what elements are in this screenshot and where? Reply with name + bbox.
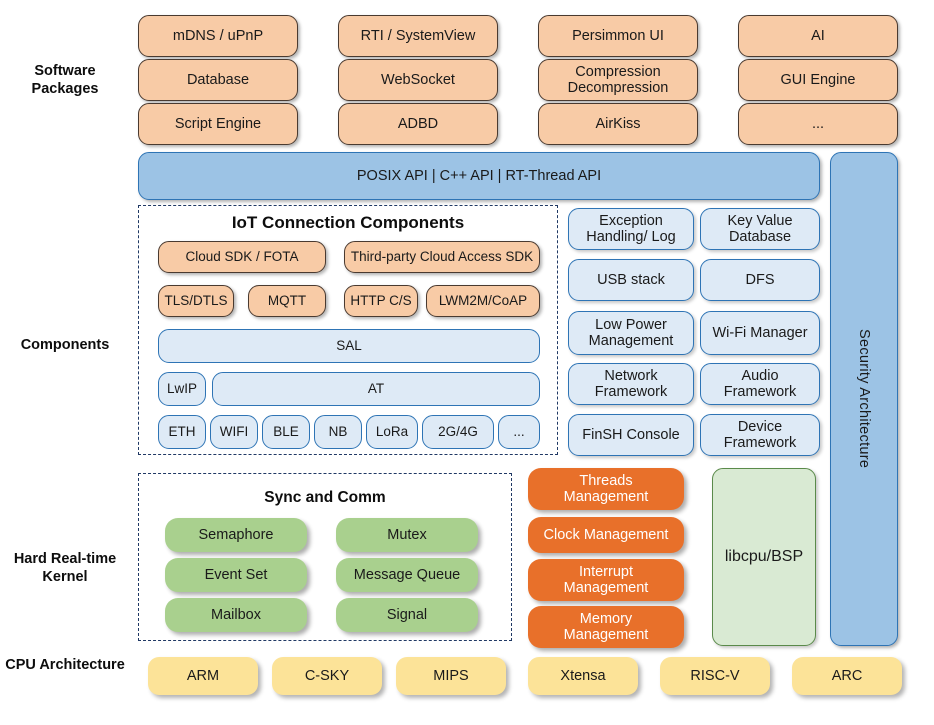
- iot-group-title: IoT Connection Components: [231, 213, 465, 232]
- component-box[interactable]: Low Power Management: [568, 311, 694, 355]
- package-box[interactable]: ADBD: [338, 103, 498, 145]
- package-box[interactable]: ...: [738, 103, 898, 145]
- row-label-kernel: Hard Real-time Kernel: [13, 551, 117, 586]
- component-box[interactable]: Audio Framework: [700, 363, 820, 405]
- kernel-service-box[interactable]: Threads Management: [528, 468, 684, 510]
- component-box[interactable]: USB stack: [568, 259, 694, 301]
- cpu-arch-box[interactable]: Xtensa: [528, 657, 638, 695]
- cpu-arch-box[interactable]: C-SKY: [272, 657, 382, 695]
- component-box[interactable]: DFS: [700, 259, 820, 301]
- sync-box[interactable]: Mailbox: [165, 598, 307, 632]
- iot-link-box[interactable]: ETH: [158, 415, 206, 449]
- row-label-cpu-architecture: CPU Architecture: [5, 657, 125, 673]
- component-box[interactable]: Wi-Fi Manager: [700, 311, 820, 355]
- package-box[interactable]: RTI / SystemView: [338, 15, 498, 57]
- kernel-service-box[interactable]: Clock Management: [528, 517, 684, 553]
- iot-lwip-box[interactable]: LwIP: [158, 372, 206, 406]
- sync-and-comm-group: [138, 473, 512, 641]
- kernel-service-box[interactable]: Interrupt Management: [528, 559, 684, 601]
- iot-link-box[interactable]: 2G/4G: [422, 415, 494, 449]
- package-box[interactable]: Compression Decompression: [538, 59, 698, 101]
- cpu-arch-box[interactable]: ARM: [148, 657, 258, 695]
- component-box[interactable]: Exception Handling/ Log: [568, 208, 694, 250]
- iot-connection-components-group: [138, 205, 558, 455]
- sync-box[interactable]: Signal: [336, 598, 478, 632]
- libcpu-bsp-box[interactable]: libcpu/BSP: [712, 468, 816, 646]
- sync-box[interactable]: Event Set: [165, 558, 307, 592]
- package-box[interactable]: Persimmon UI: [538, 15, 698, 57]
- security-architecture-column[interactable]: Security Architecture: [830, 152, 898, 646]
- iot-protocol-box[interactable]: HTTP C/S: [344, 285, 418, 317]
- cpu-arch-box[interactable]: MIPS: [396, 657, 506, 695]
- cpu-arch-box[interactable]: ARC: [792, 657, 902, 695]
- iot-link-box[interactable]: BLE: [262, 415, 310, 449]
- iot-at-box[interactable]: AT: [212, 372, 540, 406]
- component-box[interactable]: FinSH Console: [568, 414, 694, 456]
- sync-box[interactable]: Mutex: [336, 518, 478, 552]
- package-box[interactable]: AirKiss: [538, 103, 698, 145]
- kernel-service-box[interactable]: Memory Management: [528, 606, 684, 648]
- component-box[interactable]: Network Framework: [568, 363, 694, 405]
- sync-box[interactable]: Semaphore: [165, 518, 307, 552]
- iot-sal-box[interactable]: SAL: [158, 329, 540, 363]
- iot-cloud-box[interactable]: Cloud SDK / FOTA: [158, 241, 326, 273]
- cpu-arch-box[interactable]: RISC-V: [660, 657, 770, 695]
- package-box[interactable]: Database: [138, 59, 298, 101]
- component-box[interactable]: Device Framework: [700, 414, 820, 456]
- component-box[interactable]: Key Value Database: [700, 208, 820, 250]
- package-box[interactable]: mDNS / uPnP: [138, 15, 298, 57]
- sync-box[interactable]: Message Queue: [336, 558, 478, 592]
- package-box[interactable]: GUI Engine: [738, 59, 898, 101]
- package-box[interactable]: WebSocket: [338, 59, 498, 101]
- iot-link-box[interactable]: LoRa: [366, 415, 418, 449]
- iot-cloud-box[interactable]: Third-party Cloud Access SDK: [344, 241, 540, 273]
- iot-protocol-box[interactable]: MQTT: [248, 285, 326, 317]
- iot-link-box[interactable]: WIFI: [210, 415, 258, 449]
- api-bar[interactable]: POSIX API | C++ API | RT-Thread API: [138, 152, 820, 200]
- iot-protocol-box[interactable]: LWM2M/CoAP: [426, 285, 540, 317]
- row-label-components: Components: [20, 337, 110, 353]
- security-architecture-label: Security Architecture: [856, 329, 873, 469]
- row-label-software-packages: Software Packages: [31, 63, 99, 98]
- package-box[interactable]: Script Engine: [138, 103, 298, 145]
- iot-link-box[interactable]: ...: [498, 415, 540, 449]
- package-box[interactable]: AI: [738, 15, 898, 57]
- iot-protocol-box[interactable]: TLS/DTLS: [158, 285, 234, 317]
- sync-group-title: Sync and Comm: [264, 489, 386, 506]
- iot-link-box[interactable]: NB: [314, 415, 362, 449]
